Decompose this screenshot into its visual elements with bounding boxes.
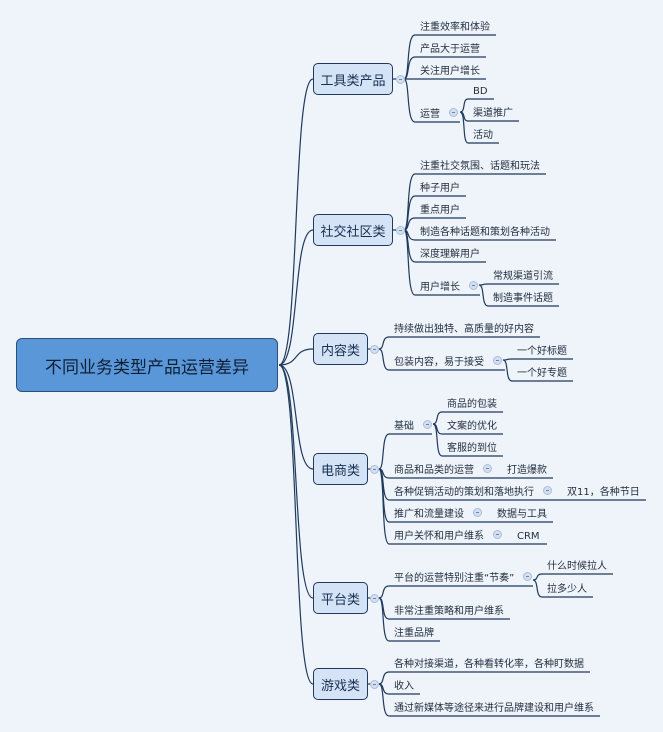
branch-line (378, 336, 540, 350)
branch-line (502, 359, 573, 382)
ecom-promotion-collapse-toggle[interactable] (542, 485, 552, 495)
branch-line (403, 78, 460, 123)
branch-line (378, 468, 547, 545)
subtopic[interactable]: 制造事件话题 (493, 293, 553, 304)
subtopic[interactable]: 数据与工具 (497, 509, 547, 520)
subtopic[interactable]: 种子用户 (420, 183, 460, 194)
branch-line (378, 671, 590, 685)
subtopic[interactable]: 收入 (394, 681, 414, 692)
branch-line (432, 423, 503, 457)
subtopic[interactable]: 商品的包装 (447, 399, 497, 410)
platform-rhythm-collapse-toggle[interactable] (522, 571, 532, 581)
subtopic[interactable]: 各种对接渠道，各种看转化率，各种盯数据 (394, 659, 584, 670)
root-connector (278, 78, 314, 366)
subtopic[interactable]: 运营 (420, 109, 440, 120)
branch-line (478, 283, 559, 286)
subtopic[interactable]: 一个好标题 (517, 346, 567, 357)
topic-platform[interactable]: 平台类 (313, 582, 368, 614)
branch-line (403, 56, 486, 80)
branch-line (403, 229, 480, 296)
subtopic[interactable]: 客服的到位 (447, 443, 497, 454)
branch-line (403, 217, 466, 231)
ecom-basics-collapse-toggle[interactable] (422, 419, 432, 429)
branch-line (378, 597, 440, 642)
subtopic[interactable]: 用户关怀和用户维系 (394, 531, 484, 542)
branch-line (378, 683, 600, 717)
subtopic[interactable]: 基础 (394, 421, 414, 432)
topic-tool[interactable]: 工具类产品 (313, 63, 393, 95)
subtopic[interactable]: 深度理解用户 (420, 249, 480, 260)
root-connector (278, 364, 314, 470)
subtopic[interactable]: 打造爆款 (507, 465, 547, 476)
subtopic[interactable]: 通过新媒体等途径来进行品牌建设和用户维系 (394, 703, 594, 714)
branch-line (378, 348, 505, 371)
subtopic[interactable]: 活动 (473, 130, 493, 141)
ecom-care-collapse-toggle[interactable] (492, 529, 502, 539)
branch-line (532, 573, 613, 581)
content-packaging-collapse-toggle[interactable] (492, 355, 502, 365)
subtopic[interactable]: 双11，各种节日 (567, 487, 640, 498)
ecommerce-collapse-toggle[interactable] (369, 464, 379, 474)
topic-ecommerce[interactable]: 电商类 (313, 453, 368, 485)
subtopic[interactable]: 注重品牌 (394, 628, 434, 639)
branch-line (459, 98, 494, 113)
subtopic[interactable]: 一个好专题 (517, 368, 567, 379)
subtopic[interactable]: 非常注重策略和用户维系 (394, 606, 504, 617)
subtopic[interactable]: 用户增长 (420, 282, 460, 293)
subtopic[interactable]: 持续做出独特、高质量的好内容 (394, 324, 534, 335)
subtopic[interactable]: BD (473, 86, 488, 97)
subtopic[interactable]: 重点用户 (420, 205, 460, 216)
subtopic[interactable]: 常规渠道引流 (493, 271, 553, 282)
platform-collapse-toggle[interactable] (369, 593, 379, 603)
root-connector (278, 348, 314, 366)
subtopic[interactable]: 制造各种话题和策划各种活动 (420, 227, 550, 238)
tool-collapse-toggle[interactable] (395, 74, 405, 84)
social-growth-collapse-toggle[interactable] (468, 280, 478, 290)
subtopic[interactable]: 拉多少人 (547, 584, 587, 595)
root-connector (278, 364, 314, 599)
tool-operation-collapse-toggle[interactable] (448, 107, 458, 117)
topic-social[interactable]: 社交社区类 (313, 214, 393, 246)
branch-line (432, 411, 503, 425)
root-topic[interactable]: 不同业务类型产品运营差异 (16, 338, 278, 392)
game-collapse-toggle[interactable] (369, 679, 379, 689)
branch-line (532, 579, 593, 598)
subtopic[interactable]: 渠道推广 (473, 108, 513, 119)
branch-line (502, 358, 573, 361)
subtopic[interactable]: 关注用户增长 (420, 66, 480, 77)
topic-content[interactable]: 内容类 (313, 333, 368, 365)
subtopic[interactable]: CRM (517, 531, 540, 542)
subtopic[interactable]: 产品大于运营 (420, 44, 480, 55)
branch-line (378, 585, 533, 599)
subtopic[interactable]: 包装内容，易于接受 (394, 357, 484, 368)
root-connector (278, 229, 314, 366)
subtopic[interactable]: 推广和流量建设 (394, 509, 464, 520)
topic-game[interactable]: 游戏类 (313, 668, 368, 700)
subtopic[interactable]: 注重社交氛围、话题和玩法 (420, 161, 540, 172)
subtopic[interactable]: 文案的优化 (447, 421, 497, 432)
content-collapse-toggle[interactable] (369, 344, 379, 354)
branch-line (478, 284, 559, 307)
branch-line (459, 111, 499, 144)
ecom-category-collapse-toggle[interactable] (482, 463, 492, 473)
subtopic[interactable]: 各种促销活动的策划和落地执行 (394, 487, 534, 498)
ecom-traffic-collapse-toggle[interactable] (472, 507, 482, 517)
root-connector (278, 364, 314, 685)
branch-line (378, 433, 432, 470)
subtopic[interactable]: 什么时候拉人 (547, 561, 607, 572)
social-collapse-toggle[interactable] (395, 225, 405, 235)
subtopic[interactable]: 商品和品类的运营 (394, 465, 474, 476)
subtopic[interactable]: 平台的运营特别注重“节奏” (394, 573, 515, 584)
subtopic[interactable]: 注重效率和体验 (420, 22, 490, 33)
